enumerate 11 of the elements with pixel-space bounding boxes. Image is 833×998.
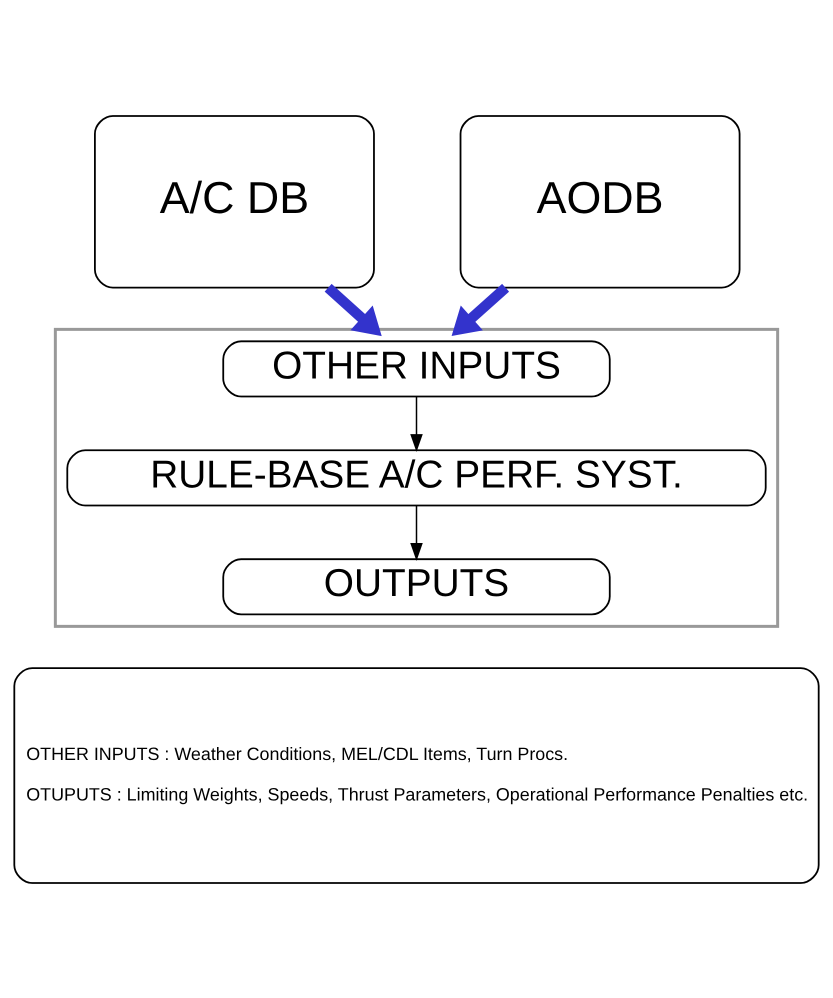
node-box: OTHER INPUTS [222,340,611,397]
node-box: AODB [460,114,740,288]
arrow [452,283,510,336]
node-box: RULE-BASE A/C PERF. SYST. [66,448,767,506]
cluster [54,327,780,628]
arrow [324,283,382,336]
arrow [410,396,423,452]
node-box: OTHER INPUTS : Weather Conditions, MEL/CDL Items, Turn Procs. OTUPUTS : Limiting Weights, Speeds, Thrust Parameters, Operational Performance Penalties etc. [13,666,820,884]
node-box: OUTPUTS [222,558,611,615]
arrow [410,505,423,560]
node-box: A/C DB [94,114,375,288]
